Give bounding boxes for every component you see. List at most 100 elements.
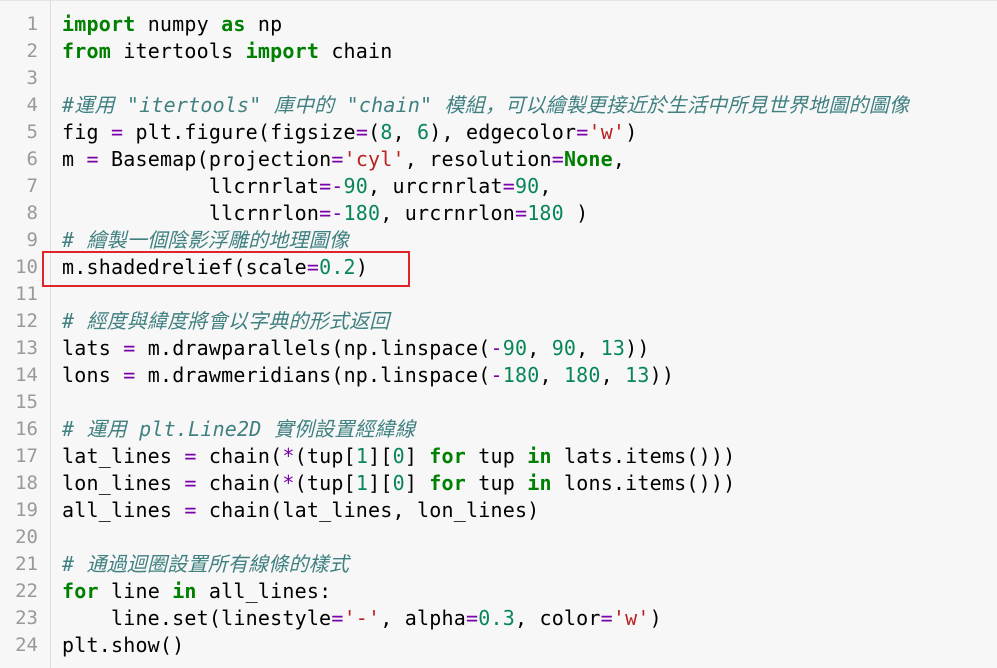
code-line[interactable]: 2 from itertools import chain [0,38,997,65]
code-token: in [527,471,552,495]
code-token: , urcrnrlat [368,174,503,198]
code-token: 90 [514,174,540,198]
code-token: , [539,174,552,198]
code-line[interactable]: 17 lat_lines = chain(*(tup[1][0] for tup … [0,443,997,470]
code-token: = [123,336,136,360]
code-token: llcrnrlon [62,201,320,225]
code-token: #運用 "itertools" 庫中的 "chain" 模組，可以繪製更接近於生… [62,93,910,117]
code-line[interactable]: 19 all_lines = chain(lat_lines, lon_lines… [0,497,997,524]
code-line[interactable]: 21# 通過迴圈設置所有線條的樣式 [0,551,997,578]
line-number: 17 [15,445,38,467]
code-text: llcrnrlon=-180, urcrnrlon=180 ) [62,200,588,227]
code-line[interactable]: 3 [0,65,997,92]
code-text: import numpy as np [62,11,282,38]
code-token: 13 [625,363,650,387]
code-token: = [184,498,197,522]
line-number: 24 [15,634,38,656]
code-token: = [184,444,197,468]
code-line[interactable]: 23 line.set(linestyle='-', alpha=0.3, co… [0,605,997,632]
code-line[interactable]: 15 [0,389,997,416]
code-line[interactable]: 7 llcrnrlat=-90, urcrnrlat=90, [0,173,997,200]
code-line[interactable]: 20 [0,524,997,551]
code-text: fig = plt.figure(figsize=(8, 6), edgecol… [62,119,637,146]
code-line[interactable]: 22 for line in all_lines: [0,578,997,605]
code-text: lat_lines = chain(*(tup[1][0] for tup in… [62,443,735,470]
code-text: # 繪製一個陰影浮雕的地理圖像 [62,227,349,254]
code-token: 0 [392,471,405,495]
code-line[interactable]: 8 llcrnrlon=-180, urcrnrlon=180 ) [0,200,997,227]
code-token: # 經度與緯度將會以字典的形式返回 [62,309,390,333]
code-token: 6 [417,120,430,144]
code-line[interactable]: 18 lon_lines = chain(*(tup[1][0] for tup … [0,470,997,497]
code-token: for [62,579,99,603]
code-token: 0 [392,444,405,468]
line-number: 19 [15,499,38,521]
code-token: , color [514,606,601,630]
code-token: = [551,147,564,171]
code-line[interactable]: 11 [0,281,997,308]
code-token: , [612,147,626,171]
code-token: (tup[ [294,444,356,468]
code-token: 'w' [612,606,650,630]
line-number: 22 [15,580,38,602]
code-token: in [172,579,197,603]
code-token: - [490,363,503,387]
code-text: lons = m.drawmeridians(np.linspace(-180,… [62,362,674,389]
code-token: numpy [135,12,222,36]
code-token: ) [563,201,589,225]
code-token: ][ [368,444,393,468]
code-token: = [331,147,344,171]
code-token: 0.2 [319,255,356,279]
code-token: m.shadedrelief(scale [62,255,307,279]
code-line[interactable]: 10 m.shadedrelief(scale=0.2) [0,254,997,281]
code-line[interactable]: 12# 經度與緯度將會以字典的形式返回 [0,308,997,335]
code-token: m.drawparallels(np.linspace( [135,336,491,360]
code-token: ][ [368,471,393,495]
code-line[interactable]: 4#運用 "itertools" 庫中的 "chain" 模組，可以繪製更接近於… [0,92,997,119]
code-token: import [245,39,320,63]
code-text: from itertools import chain [62,38,393,65]
code-token: = [86,147,99,171]
code-token: lons.items())) [551,471,736,495]
code-token: 90 [343,174,369,198]
code-token: , resolution [404,147,552,171]
code-text: m.shadedrelief(scale=0.2) [62,254,368,281]
line-number: 21 [15,553,38,575]
line-number: 10 [15,256,38,278]
code-line[interactable]: 9# 繪製一個陰影浮雕的地理圖像 [0,227,997,254]
code-token: 90 [502,336,528,360]
code-token: * [282,444,295,468]
code-token: = [502,174,515,198]
code-token: , [539,363,564,387]
code-token: = [355,120,369,144]
code-token: =- [319,174,344,198]
code-token: plt.figure(figsize [123,120,356,144]
code-token: =- [319,201,344,225]
code-token: for [429,444,467,468]
code-token: as [221,12,246,36]
code-token: '-' [343,606,381,630]
code-token: ] [404,444,430,468]
code-token: chain [319,39,393,63]
code-token: )) [649,363,675,387]
line-number: 2 [26,40,38,62]
code-token: = [514,201,528,225]
code-text: all_lines = chain(lat_lines, lon_lines) [62,497,539,524]
code-line[interactable]: 16# 運用 plt.Line2D 實例設置經緯線 [0,416,997,443]
code-token: ) [625,120,638,144]
line-number: 18 [15,472,38,494]
line-number: 5 [26,121,38,143]
code-text: lon_lines = chain(*(tup[1][0] for tup in… [62,470,735,497]
code-text: for line in all_lines: [62,578,331,605]
line-number: 20 [15,526,38,548]
code-line[interactable]: 5 fig = plt.figure(figsize=(8, 6), edgeco… [0,119,997,146]
code-token: all_lines: [196,579,332,603]
code-token: ) [355,255,369,279]
